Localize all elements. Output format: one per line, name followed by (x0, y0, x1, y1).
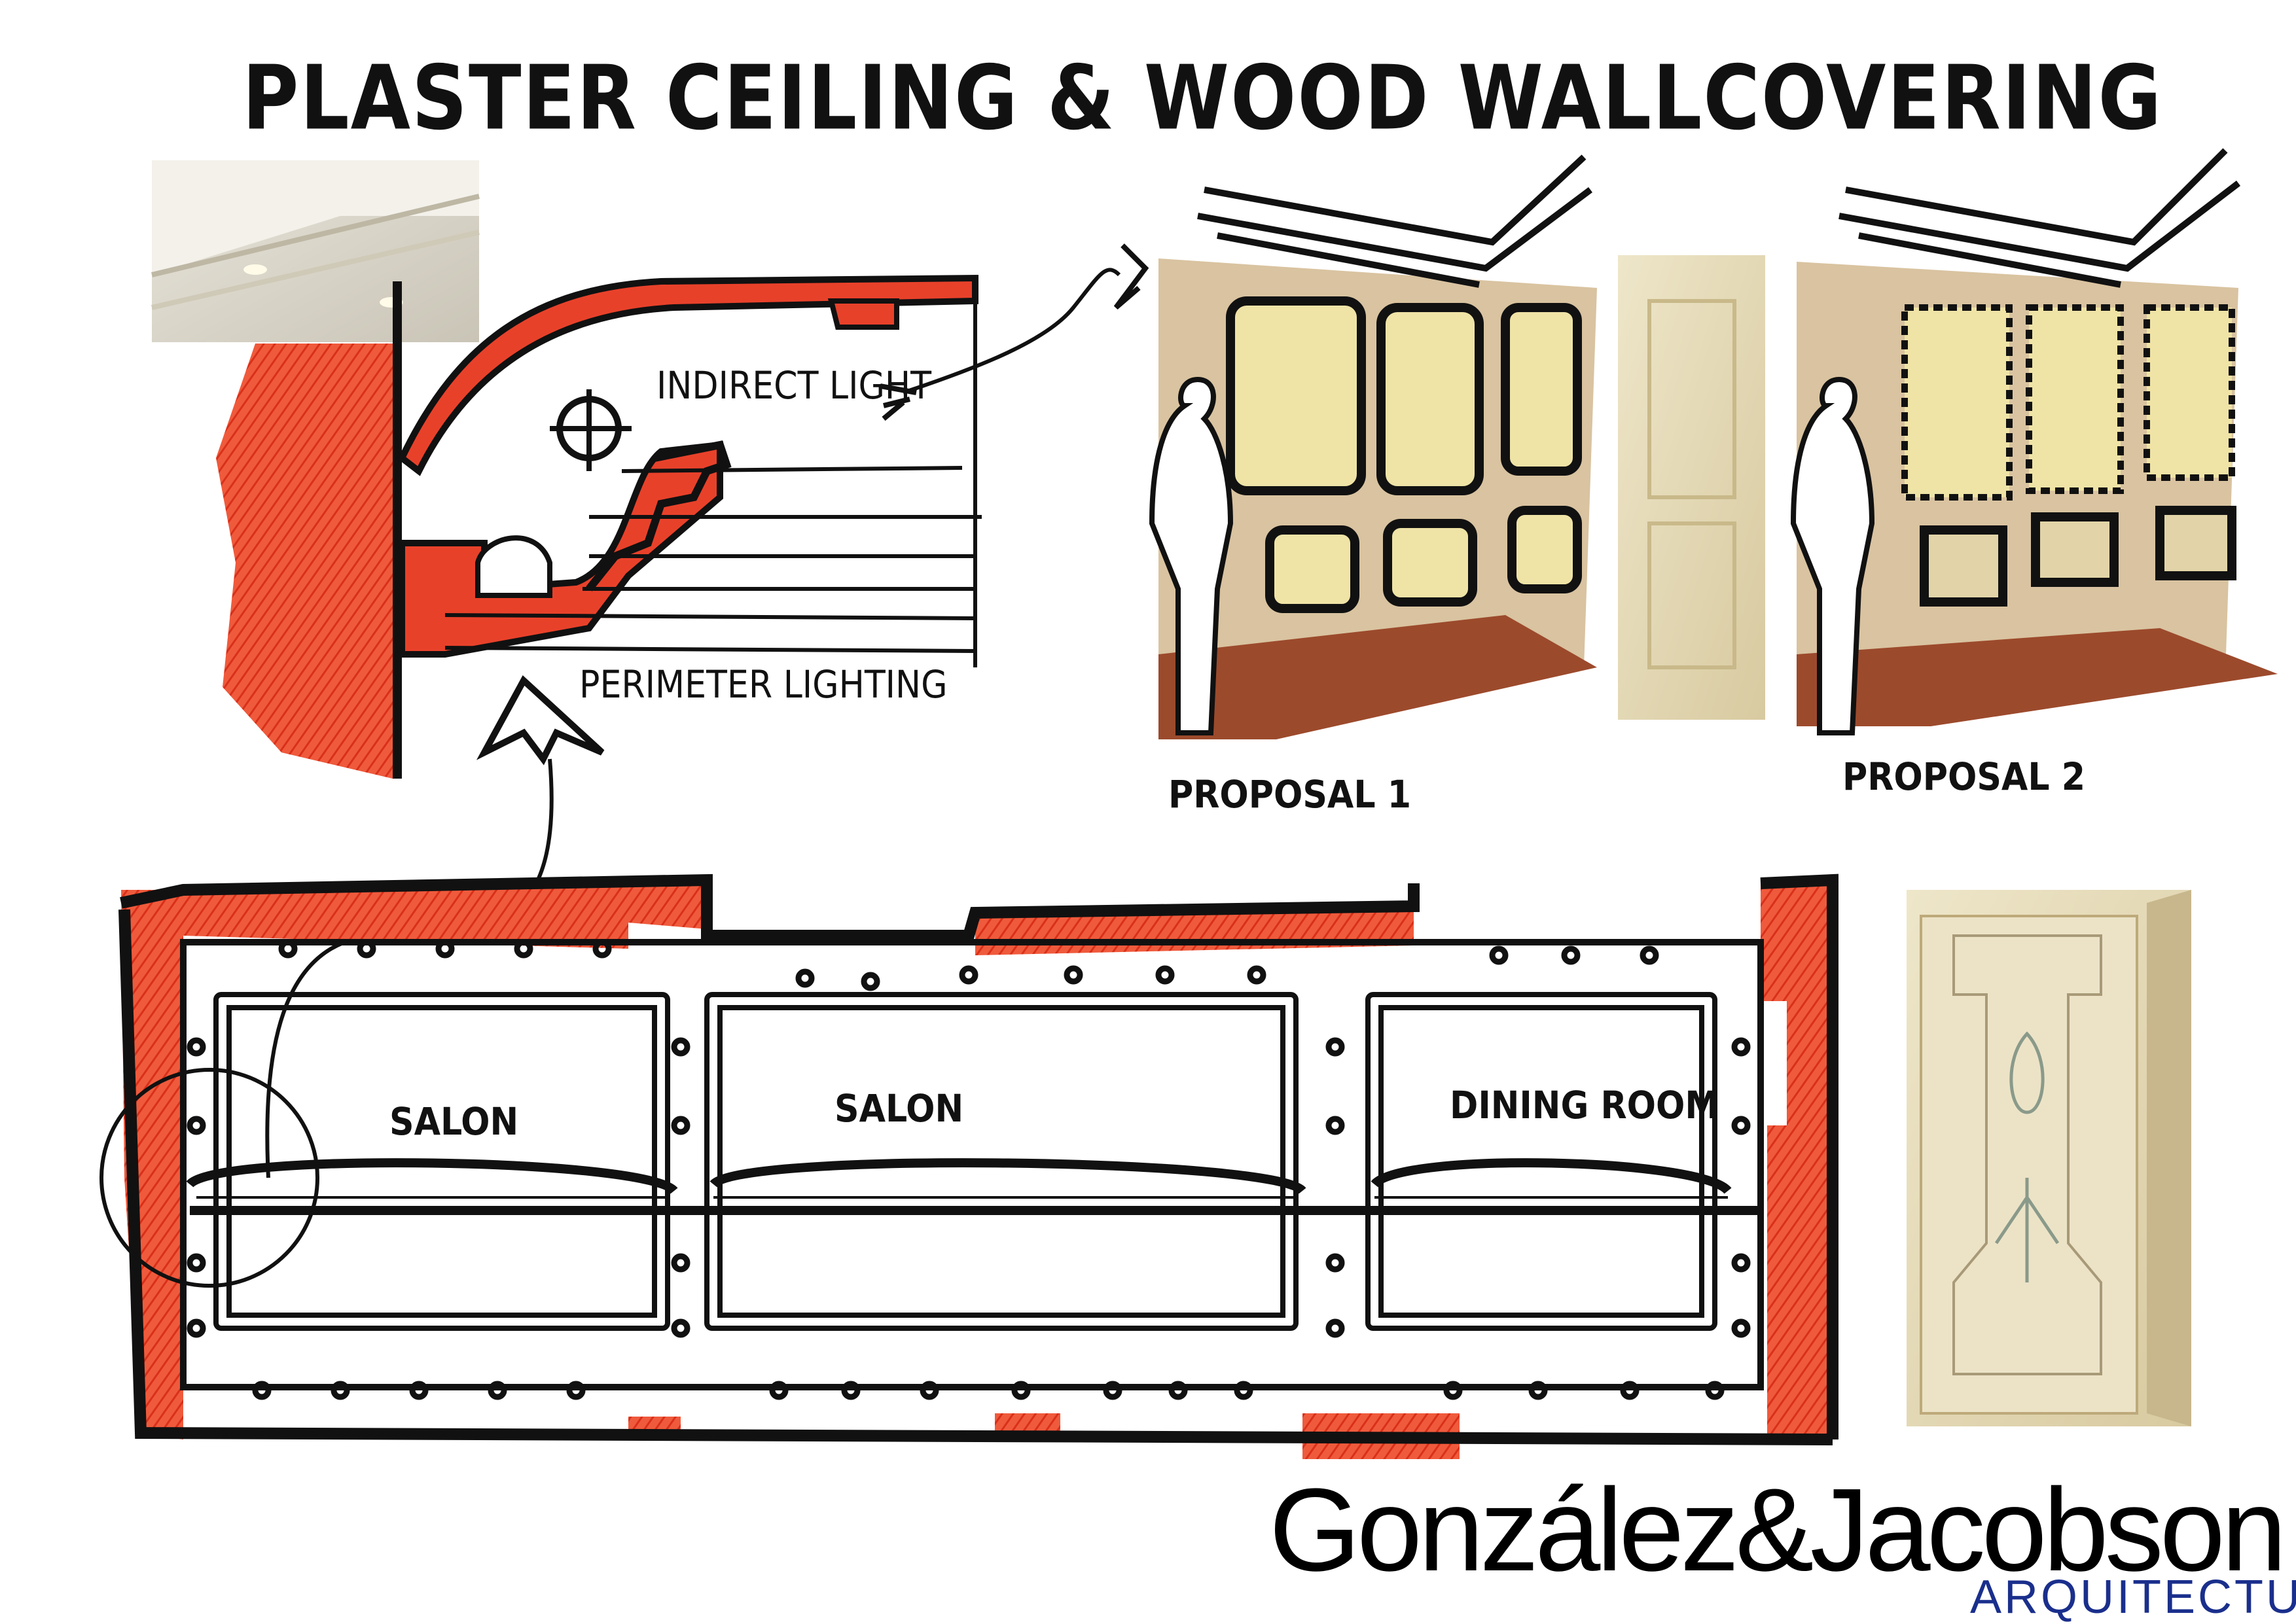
brand-logo-subtitle: ARQUITECTURA (1970, 1571, 2296, 1623)
proposal-1-label: PROPOSAL 1 (1168, 772, 1412, 817)
page-title: PLASTER CEILING & WOOD WALLCOVERING (242, 46, 2163, 150)
indirect-light-label: INDIRECT LIGHT (656, 363, 932, 408)
brand-logo-name: González&Jacobson (1268, 1464, 2287, 1596)
ornament-panel-photo (1907, 890, 2191, 1426)
ceiling-reference-photo (151, 160, 480, 342)
room-label-salon-2: SALON (834, 1086, 964, 1131)
room-label-dining-room: DINING ROOM (1450, 1083, 1719, 1127)
perimeter-lighting-label: PERIMETER LIGHTING (579, 662, 948, 707)
proposal-2-label: PROPOSAL 2 (1842, 754, 2086, 799)
room-label-salon-1: SALON (389, 1099, 519, 1144)
proposal-2-illustration (1790, 148, 2278, 735)
proposal-1-illustration (1149, 154, 1765, 739)
floor-plan (99, 874, 1839, 1459)
ceiling-section-sketch (216, 243, 1149, 1178)
